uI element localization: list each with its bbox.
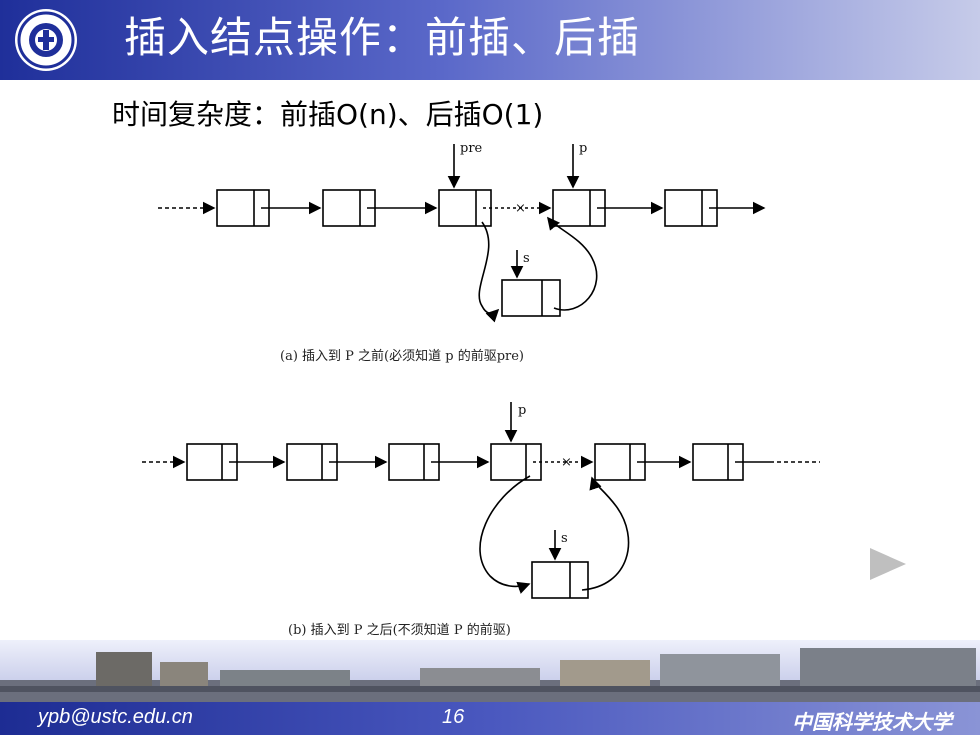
linked-list-figure: pre p s × (a) 插入到 P 之前(必须知道 p 的前驱pre) xyxy=(130,138,834,648)
complexity-subtitle: 时间复杂度：前插O(n)、后插O(1) xyxy=(112,98,544,131)
break-mark-a: × xyxy=(515,201,526,216)
figure-b xyxy=(142,402,820,599)
node-a-s xyxy=(501,279,561,317)
slide-title: 插入结点操作：前插、后插 xyxy=(124,13,641,62)
next-slide-arrow-icon[interactable] xyxy=(870,548,906,580)
pointer-p-label-b: p xyxy=(518,403,526,418)
node-a5 xyxy=(664,189,718,227)
title-bar: 插入结点操作：前插、后插 xyxy=(0,0,980,80)
node-b-p xyxy=(490,443,542,481)
node-a-pre xyxy=(438,189,492,227)
campus-skyline-banner xyxy=(0,640,980,702)
node-a2 xyxy=(322,189,376,227)
node-b2 xyxy=(286,443,338,481)
node-a-p xyxy=(552,189,606,227)
pointer-s-label-a: s xyxy=(523,251,530,266)
break-mark-b: × xyxy=(561,455,572,470)
footer-bar: ypb@ustc.edu.cn 16 中国科学技术大学 xyxy=(0,702,980,735)
pointer-pre-label: pre xyxy=(460,141,483,156)
pointer-s-label-b: s xyxy=(561,531,568,546)
node-b5 xyxy=(594,443,646,481)
page-number: 16 xyxy=(442,706,465,728)
footer-email: ypb@ustc.edu.cn xyxy=(38,706,193,728)
footer-university: 中国科学技术大学 xyxy=(792,710,952,734)
figure-a xyxy=(158,144,766,323)
caption-b: (b) 插入到 P 之后(不须知道 P 的前驱) xyxy=(288,622,511,638)
node-a1 xyxy=(216,189,270,227)
pointer-p-label-a: p xyxy=(579,141,587,156)
node-b-s xyxy=(531,561,589,599)
node-b3 xyxy=(388,443,440,481)
caption-a: (a) 插入到 P 之前(必须知道 p 的前驱pre) xyxy=(280,348,524,364)
linked-list-diagram: pre p s × (a) 插入到 P 之前(必须知道 p 的前驱pre) xyxy=(142,141,820,638)
ustc-logo xyxy=(15,9,77,71)
